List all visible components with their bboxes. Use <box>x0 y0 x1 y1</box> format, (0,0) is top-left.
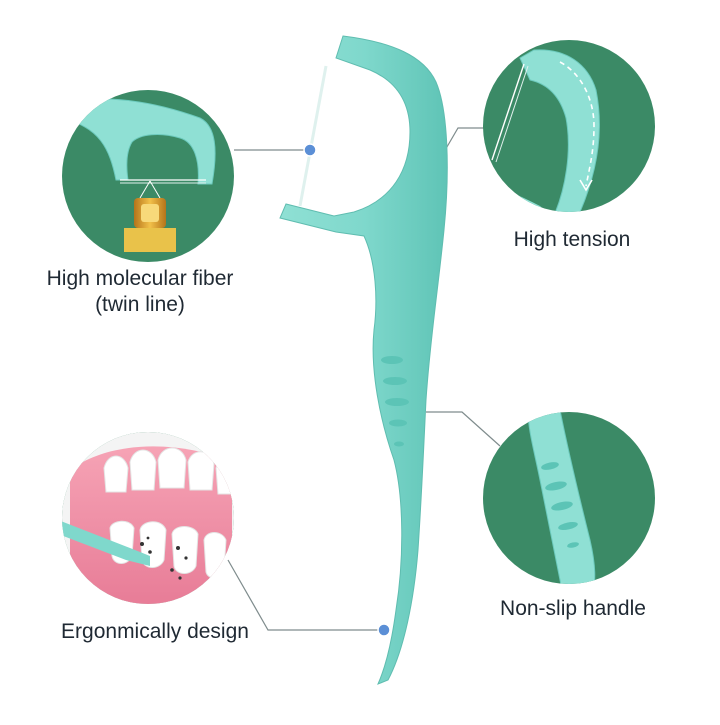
tension-feature-label: High tension <box>492 227 652 253</box>
tip-marker-dot <box>377 623 391 637</box>
tension-label-line1: High tension <box>513 228 631 251</box>
connector-lines <box>227 127 501 631</box>
pick-grip-ridges <box>381 356 409 447</box>
connector-ergonomic <box>227 559 384 631</box>
ergonomic-label-line1: Ergonmically design <box>61 620 249 643</box>
teeth-cleaning-icon <box>62 432 234 604</box>
magnified-floss-head-icon <box>483 40 655 212</box>
floss-pick <box>279 35 448 685</box>
pick-body <box>279 35 448 685</box>
handle-feature-label: Non-slip handle <box>478 596 668 622</box>
handle-label-line1: Non-slip handle <box>500 597 646 620</box>
fiber-label-line1: High molecular fiber <box>46 267 234 290</box>
magnified-floss-thread-icon <box>62 90 234 262</box>
floss-thread <box>298 65 328 207</box>
fiber-feature-label: High molecular fiber (twin line) <box>20 266 260 318</box>
grip-ridges-icon <box>483 412 655 584</box>
ergonomic-feature-label: Ergonmically design <box>40 619 270 645</box>
connector-handle <box>426 411 501 447</box>
fiber-label-line2: (twin line) <box>95 293 185 316</box>
connector-tension <box>443 127 484 153</box>
floss-marker-dot <box>303 143 317 157</box>
